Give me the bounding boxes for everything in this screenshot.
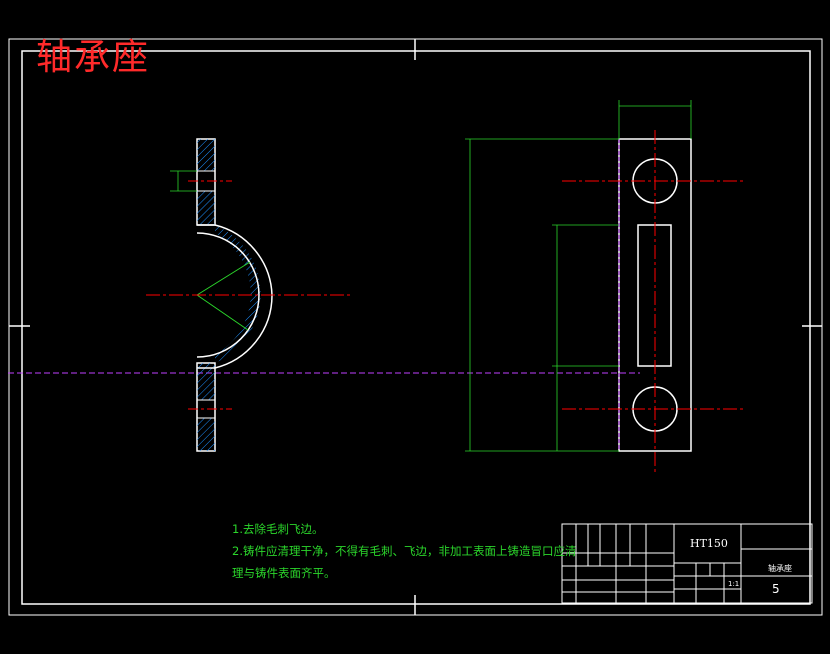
inner-frame <box>21 50 811 605</box>
drawing-title: 轴承座 <box>36 37 151 78</box>
centering-marks <box>9 39 822 615</box>
material-label: HT150 <box>690 537 728 550</box>
quantity-label: 5 <box>772 582 780 596</box>
title-block-grid <box>561 523 813 604</box>
scale-label: 1:1 <box>728 580 740 588</box>
note-3: 理与铸件表面齐平。 <box>232 566 336 580</box>
note-1: 1.去除毛刺飞边。 <box>232 522 324 536</box>
front-section-view <box>146 138 352 452</box>
side-view <box>465 100 745 472</box>
technical-notes: 1.去除毛刺飞边。 2.铸件应清理干净，不得有毛刺、飞边，非加工表面上铸造冒口应… <box>232 518 576 584</box>
note-2: 2.铸件应清理干净，不得有毛刺、飞边，非加工表面上铸造冒口应清 <box>232 544 577 558</box>
part-name-label: 轴承座 <box>768 564 792 573</box>
